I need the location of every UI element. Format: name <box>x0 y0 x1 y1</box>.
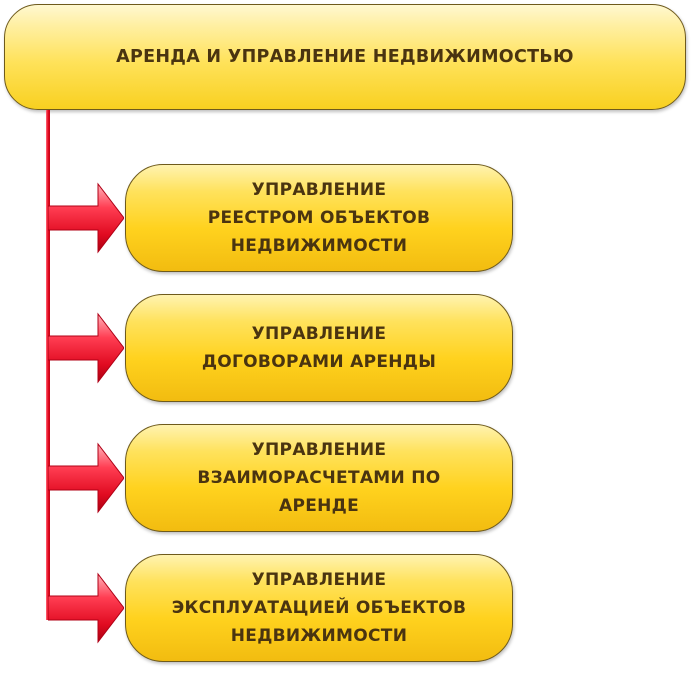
arrow-right-icon <box>48 572 124 644</box>
child-box-settlements: УПРАВЛЕНИЕ ВЗАИМОРАСЧЕТАМИ ПО АРЕНДЕ <box>125 424 513 532</box>
child-box-contracts: УПРАВЛЕНИЕ ДОГОВОРАМИ АРЕНДЫ <box>125 294 513 402</box>
child-label: УПРАВЛЕНИЕ ЭКСПЛУАТАЦИЕЙ ОБЪЕКТОВ НЕДВИЖ… <box>171 570 467 646</box>
child-label: УПРАВЛЕНИЕ РЕЕСТРОМ ОБЪЕКТОВ НЕДВИЖИМОСТ… <box>207 180 431 256</box>
root-box: АРЕНДА И УПРАВЛЕНИЕ НЕДВИЖИМОСТЬЮ <box>4 4 686 110</box>
child-box-registry: УПРАВЛЕНИЕ РЕЕСТРОМ ОБЪЕКТОВ НЕДВИЖИМОСТ… <box>125 164 513 272</box>
child-label: УПРАВЛЕНИЕ ДОГОВОРАМИ АРЕНДЫ <box>201 324 437 372</box>
arrow-right-icon <box>48 312 124 384</box>
connector-line <box>46 110 50 620</box>
child-box-operation: УПРАВЛЕНИЕ ЭКСПЛУАТАЦИЕЙ ОБЪЕКТОВ НЕДВИЖ… <box>125 554 513 662</box>
child-label: УПРАВЛЕНИЕ ВЗАИМОРАСЧЕТАМИ ПО АРЕНДЕ <box>197 440 441 516</box>
arrow-right-icon <box>48 182 124 254</box>
arrow-right-icon <box>48 442 124 514</box>
root-label: АРЕНДА И УПРАВЛЕНИЕ НЕДВИЖИМОСТЬЮ <box>116 47 574 67</box>
